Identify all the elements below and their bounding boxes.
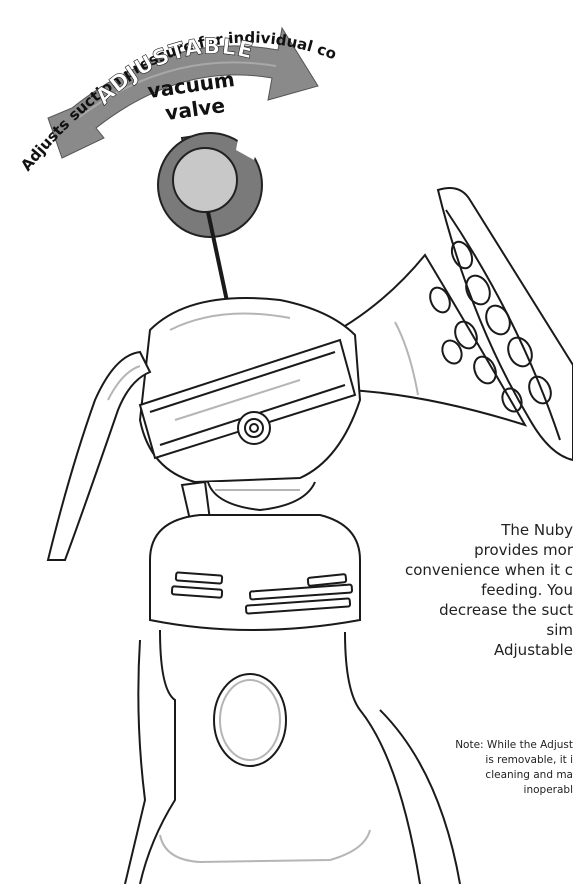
description-line: sim [273, 620, 573, 640]
description-line: provides mor [273, 540, 573, 560]
description-line: decrease the suct [273, 600, 573, 620]
breast-shield [320, 188, 573, 460]
description-text: The Nuby provides mor convenience when i… [273, 520, 573, 660]
description-line: The Nuby [273, 520, 573, 540]
note-text: Note: While the Adjust is removable, it … [313, 738, 573, 798]
note-line: cleaning and ma [313, 768, 573, 783]
description-line: feeding. You [273, 580, 573, 600]
note-line: Note: While the Adjust [313, 738, 573, 753]
description-line: Adjustable [273, 640, 573, 660]
note-line: inoperabl [313, 783, 573, 798]
note-line: is removable, it i [313, 753, 573, 768]
description-line: convenience when it c [273, 560, 573, 580]
